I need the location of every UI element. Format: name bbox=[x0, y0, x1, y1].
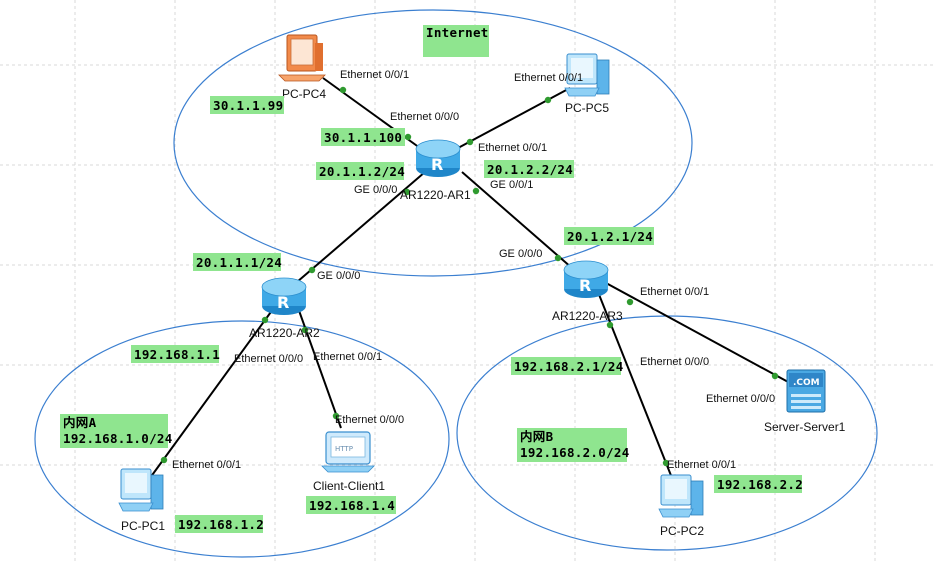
svg-text:20.1.1.2/24: 20.1.1.2/24 bbox=[319, 164, 405, 179]
port-label: Ethernet 0/0/0 bbox=[390, 111, 459, 123]
port-label: Ethernet 0/0/0 bbox=[234, 353, 303, 365]
device-label-ar2: AR1220-AR2 bbox=[249, 326, 320, 340]
svg-text:R: R bbox=[579, 276, 591, 295]
device-pc2[interactable] bbox=[658, 474, 704, 518]
pc-icon bbox=[118, 468, 164, 512]
port-label: Ethernet 0/0/1 bbox=[514, 72, 583, 84]
note-pc2-ip[interactable]: 192.168.2.2 bbox=[714, 475, 803, 493]
device-label-pc1: PC-PC1 bbox=[121, 519, 165, 533]
svg-text:内网A: 内网A bbox=[63, 415, 97, 430]
link-ar1-ar3[interactable] bbox=[461, 171, 573, 269]
device-pc5[interactable] bbox=[564, 53, 610, 97]
port-label: GE 0/0/0 bbox=[354, 184, 397, 196]
device-pc1[interactable] bbox=[118, 468, 164, 512]
port-label: Ethernet 0/0/1 bbox=[313, 351, 382, 363]
pc-icon bbox=[564, 53, 610, 97]
note-lan-a[interactable]: 内网A 192.168.1.0/24 bbox=[60, 414, 173, 448]
port-label: GE 0/0/0 bbox=[499, 248, 542, 260]
internet-zone[interactable] bbox=[173, 9, 693, 277]
svg-text:20.1.1.1/24: 20.1.1.1/24 bbox=[196, 255, 282, 270]
port-label: Ethernet 0/0/0 bbox=[335, 414, 404, 426]
svg-text:20.1.2.1/24: 20.1.2.1/24 bbox=[567, 229, 653, 244]
notes: Internet 30.1.1.99 30.1.1.100 20.1.1.2/2… bbox=[60, 25, 803, 533]
svg-text:192.168.2.1/24: 192.168.2.1/24 bbox=[514, 359, 624, 374]
device-client1[interactable]: HTTP bbox=[321, 431, 375, 473]
port-label: GE 0/0/1 bbox=[490, 179, 533, 191]
router-icon: R bbox=[563, 260, 609, 298]
svg-text:30.1.1.100: 30.1.1.100 bbox=[324, 130, 402, 145]
device-label-client1: Client-Client1 bbox=[313, 479, 385, 493]
port-label: Ethernet 0/0/0 bbox=[706, 393, 775, 405]
svg-text:192.168.1.4: 192.168.1.4 bbox=[309, 498, 395, 513]
port-label: Ethernet 0/0/1 bbox=[340, 69, 409, 81]
note-pc1-ip[interactable]: 192.168.1.2 bbox=[175, 515, 264, 533]
note-ar3-e000-ip[interactable]: 192.168.2.1/24 bbox=[511, 357, 624, 375]
device-label-ar3: AR1220-AR3 bbox=[552, 309, 623, 323]
note-internet[interactable]: Internet bbox=[423, 25, 489, 57]
link-ar2-client1[interactable] bbox=[296, 304, 342, 429]
link-ar1-ar2[interactable] bbox=[296, 171, 426, 283]
svg-text:.COM: .COM bbox=[793, 378, 820, 388]
device-label-pc2: PC-PC2 bbox=[660, 524, 704, 538]
note-client1-ip[interactable]: 192.168.1.4 bbox=[306, 496, 396, 514]
device-server1[interactable]: .COM bbox=[786, 369, 826, 413]
svg-text:内网B: 内网B bbox=[520, 429, 554, 444]
link-ar2-pc1[interactable] bbox=[149, 304, 277, 479]
svg-text:R: R bbox=[277, 293, 289, 312]
svg-text:R: R bbox=[431, 155, 443, 174]
lan-a-zone[interactable] bbox=[34, 320, 450, 558]
device-ar2[interactable]: R bbox=[261, 277, 307, 315]
device-label-pc4: PC-PC4 bbox=[282, 87, 326, 101]
client-icon: HTTP bbox=[321, 431, 375, 473]
port-label: Ethernet 0/0/1 bbox=[478, 142, 547, 154]
note-lan-b[interactable]: 内网B 192.168.2.0/24 bbox=[517, 428, 630, 462]
svg-text:192.168.2.0/24: 192.168.2.0/24 bbox=[520, 445, 630, 460]
note-ar1-ge000-ip[interactable]: 20.1.1.2/24 bbox=[316, 162, 405, 180]
pc-icon bbox=[658, 474, 704, 518]
svg-text:20.1.2.2/24: 20.1.2.2/24 bbox=[487, 162, 573, 177]
port-dots bbox=[160, 86, 779, 467]
note-ar1-ge001-ip[interactable]: 20.1.2.2/24 bbox=[484, 160, 574, 178]
router-icon: R bbox=[261, 277, 307, 315]
device-label-ar1: AR1220-AR1 bbox=[400, 188, 471, 202]
svg-text:192.168.1.2: 192.168.1.2 bbox=[178, 517, 264, 532]
port-label: Ethernet 0/0/1 bbox=[172, 459, 241, 471]
note-pc4-ip[interactable]: 30.1.1.99 bbox=[210, 96, 284, 114]
svg-text:192.168.1.1: 192.168.1.1 bbox=[134, 347, 220, 362]
svg-text:Internet: Internet bbox=[426, 25, 489, 40]
link-ar3-server1[interactable] bbox=[605, 282, 791, 384]
device-ar1[interactable]: R bbox=[415, 139, 461, 177]
router-icon: R bbox=[415, 139, 461, 177]
port-label: GE 0/0/0 bbox=[317, 270, 360, 282]
device-pc4[interactable] bbox=[278, 34, 326, 82]
device-ar3[interactable]: R bbox=[563, 260, 609, 298]
svg-text:HTTP: HTTP bbox=[335, 445, 353, 453]
server-icon: .COM bbox=[786, 369, 826, 413]
note-ar2-ge000-ip[interactable]: 20.1.1.1/24 bbox=[193, 253, 282, 271]
note-ar1-e000-ip[interactable]: 30.1.1.100 bbox=[321, 128, 405, 146]
port-label: Ethernet 0/0/1 bbox=[667, 459, 736, 471]
port-label: Ethernet 0/0/0 bbox=[640, 356, 709, 368]
device-label-pc5: PC-PC5 bbox=[565, 101, 609, 115]
note-ar2-e000-ip[interactable]: 192.168.1.1 bbox=[131, 345, 220, 363]
port-label: Ethernet 0/0/1 bbox=[640, 286, 709, 298]
svg-text:30.1.1.99: 30.1.1.99 bbox=[213, 98, 283, 113]
device-label-server1: Server-Server1 bbox=[764, 420, 846, 434]
link-pc5-ar1[interactable] bbox=[457, 87, 571, 149]
note-ar3-ge000-ip[interactable]: 20.1.2.1/24 bbox=[564, 227, 654, 245]
svg-text:192.168.1.0/24: 192.168.1.0/24 bbox=[63, 431, 173, 446]
links bbox=[149, 77, 791, 479]
pc-orange-icon bbox=[278, 34, 326, 82]
svg-text:192.168.2.2: 192.168.2.2 bbox=[717, 477, 803, 492]
port-labels: Ethernet 0/0/1 Ethernet 0/0/0 Ethernet 0… bbox=[172, 69, 775, 471]
